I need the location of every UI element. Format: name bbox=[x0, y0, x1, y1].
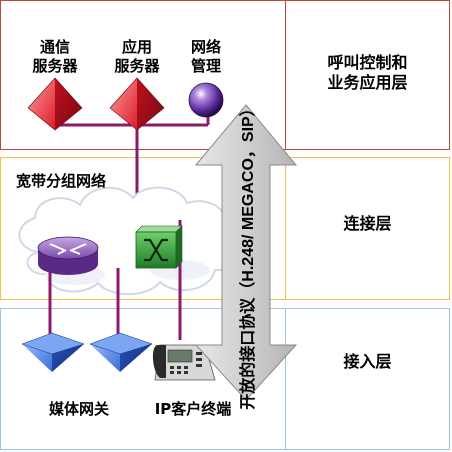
app-server-label: 应用 服务器 bbox=[114, 38, 160, 75]
access-band bbox=[0, 308, 285, 450]
red-pyramid-icon bbox=[109, 77, 165, 131]
call-control-label-box bbox=[285, 0, 450, 150]
call-control-band bbox=[0, 0, 285, 150]
call-control-layer-label: 呼叫控制和 业务应用层 bbox=[327, 53, 408, 92]
blue-pyramid-icon bbox=[89, 332, 153, 372]
media-gateway-label: 媒体网关 bbox=[48, 400, 109, 418]
ip-client-label: IP客户终端 bbox=[154, 400, 232, 418]
blue-pyramid-icon bbox=[21, 332, 85, 372]
comm-server-label: 通信 服务器 bbox=[32, 38, 78, 75]
atm-switch-icon bbox=[135, 225, 183, 269]
network-mgmt-label: 网络 管理 bbox=[190, 38, 221, 75]
ip-phone-icon bbox=[152, 344, 216, 381]
connection-band bbox=[0, 157, 285, 300]
access-label-box bbox=[285, 308, 450, 450]
broadband-network-label: 宽带分组网络 bbox=[16, 172, 107, 190]
router-icon bbox=[37, 236, 99, 275]
access-layer-label: 接入层 bbox=[343, 352, 392, 371]
connection-label-box bbox=[285, 157, 450, 300]
protocol-double-arrow bbox=[194, 104, 298, 401]
connection-layer-label: 连接层 bbox=[343, 214, 392, 233]
red-pyramid-icon bbox=[27, 77, 83, 131]
purple-sphere-icon bbox=[188, 82, 224, 118]
